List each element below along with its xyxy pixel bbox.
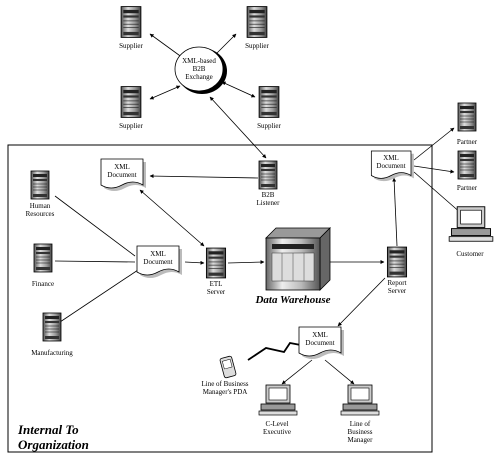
edge-listener-doc [149, 174, 259, 179]
edge-mfg-doc [59, 269, 139, 323]
human-resources: Human Resources [26, 170, 55, 218]
xml-document-internal: XML Document [136, 245, 183, 279]
exchange-label-1: XML-based [182, 57, 216, 65]
edge-supplier3-exchange [149, 85, 181, 100]
report-label-2: Server [388, 287, 407, 295]
edge-doc-etl [139, 189, 205, 247]
pda: Line of Business Manager's PDA [201, 355, 249, 396]
xml-document-management: XML Document [298, 326, 345, 360]
edge-supplier4-exchange [221, 81, 256, 98]
exchange-label-3: Exchange [185, 73, 213, 81]
supplier-3: Supplier [119, 86, 144, 130]
xml-document-inbound: XML Document [100, 158, 147, 192]
partner-2-label: Partner [457, 184, 478, 192]
data-warehouse-label: Data Warehouse [254, 294, 330, 306]
supplier-1-label: Supplier [119, 42, 143, 50]
edge-etl-dw [227, 260, 265, 265]
supplier-2: Supplier [245, 6, 270, 50]
edge-report-doc [392, 177, 398, 247]
edge-wireless-pda [247, 342, 307, 361]
exchange-label-2: B2B [193, 65, 206, 73]
customer-label: Customer [456, 250, 484, 258]
edge-doc-customer [413, 171, 463, 215]
partner-1: Partner [457, 102, 478, 146]
xml-doc-4-label-2: Document [305, 339, 334, 347]
xml-doc-3-label-1: XML [383, 154, 399, 162]
edge-doc2-executive [281, 359, 313, 385]
supplier-1: Supplier [119, 6, 144, 50]
executive-label-1: C-Level [266, 420, 289, 428]
hr-label-1: Human [30, 202, 51, 210]
xml-document-outbound: XML Document [370, 150, 415, 182]
edge-doc-partner1 [413, 127, 455, 161]
supplier-4-label: Supplier [257, 122, 281, 130]
edge-doc2-lobmanager [324, 359, 355, 385]
executive-label-2: Executive [263, 428, 291, 436]
xml-doc-3-label-2: Document [376, 162, 405, 170]
edge-report-doc2 [337, 277, 386, 327]
b2b-listener: B2B Listener [257, 160, 281, 207]
b2b-listener-label-2: Listener [257, 199, 281, 207]
edge-exchange-listener [209, 96, 267, 159]
report-server: Report Server [386, 246, 408, 295]
manufacturing: Manufacturing [31, 312, 73, 357]
pda-label-2: Manager's PDA [203, 388, 248, 396]
edge-hr-doc [54, 195, 136, 257]
edge-doc-etl-2 [184, 260, 205, 265]
supplier-3-label: Supplier [119, 122, 143, 130]
finance-label: Finance [32, 280, 54, 288]
lob-manager: Line of Business Manager [340, 384, 380, 444]
data-warehouse: Data Warehouse [254, 227, 331, 306]
lob-label-1: Line of [350, 420, 371, 428]
c-level-executive: C-Level Executive [258, 384, 298, 436]
customer: Customer [448, 206, 494, 258]
organization-title-2: Organization [18, 437, 89, 452]
xml-doc-1-label-2: Document [107, 171, 136, 179]
edge-doc-partner2 [413, 165, 455, 174]
connectors [54, 33, 463, 385]
b2b-exchange: XML-based B2B Exchange [174, 46, 227, 94]
edge-supplier1-exchange [149, 33, 184, 59]
report-label-1: Report [387, 279, 406, 287]
pda-label-1: Line of Business [201, 380, 248, 388]
supplier-2-label: Supplier [245, 42, 269, 50]
etl-label-1: ETL [210, 280, 223, 288]
hr-label-2: Resources [26, 210, 55, 218]
finance: Finance [32, 243, 54, 288]
etl-server: ETL Server [205, 247, 227, 296]
lob-label-2: Business [348, 428, 373, 436]
b2b-listener-label-1: B2B [262, 191, 275, 199]
xml-doc-4-label-1: XML [312, 331, 328, 339]
supplier-4: Supplier [257, 86, 282, 130]
xml-doc-1-label-1: XML [114, 163, 130, 171]
organization-title-1: Internal To [17, 422, 79, 437]
etl-label-2: Server [207, 288, 226, 296]
manufacturing-label: Manufacturing [31, 349, 73, 357]
lob-label-3: Manager [348, 436, 374, 444]
partner-1-label: Partner [457, 138, 478, 146]
xml-doc-2-label-2: Document [143, 258, 172, 266]
partner-2: Partner [457, 150, 478, 192]
xml-doc-2-label-1: XML [150, 250, 166, 258]
edge-finance-doc [54, 260, 136, 263]
